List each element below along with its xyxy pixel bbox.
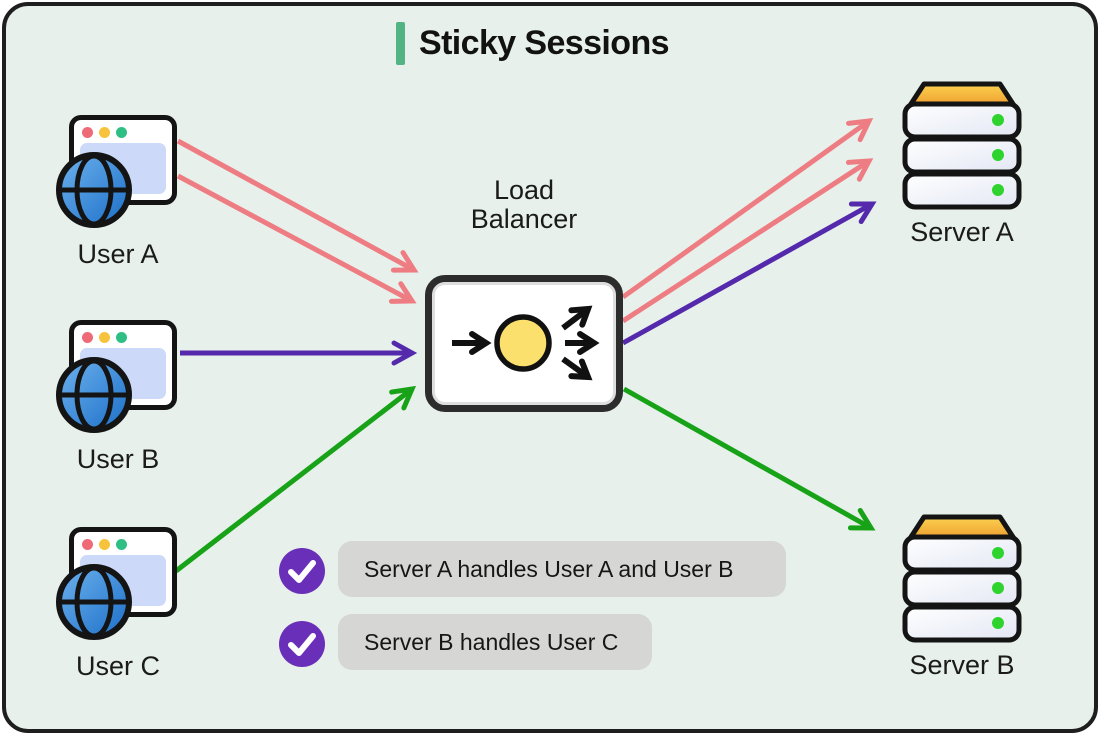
server-led-icon bbox=[992, 114, 1004, 126]
user-c-node: User C bbox=[55, 525, 185, 690]
browser-dot-yellow-icon bbox=[99, 127, 110, 138]
browser-dot-green-icon bbox=[116, 332, 127, 343]
user-a-label: User A bbox=[77, 239, 159, 269]
server-b-label: Server B bbox=[909, 650, 1015, 680]
globe-icon bbox=[56, 357, 132, 433]
server-a-label: Server A bbox=[910, 217, 1014, 247]
load-balancer-icon bbox=[452, 305, 600, 381]
browser-dot-yellow-icon bbox=[99, 539, 110, 550]
browser-dot-red-icon bbox=[82, 332, 93, 343]
server-led-icon bbox=[992, 617, 1004, 629]
browser-dot-green-icon bbox=[116, 127, 127, 138]
title-accent-bar bbox=[396, 22, 405, 65]
browser-dot-yellow-icon bbox=[99, 332, 110, 343]
load-balancer-label: Load Balancer bbox=[428, 176, 620, 234]
user-a-node: User A bbox=[55, 113, 185, 278]
globe-icon bbox=[56, 564, 132, 640]
server-led-icon bbox=[992, 149, 1004, 161]
check-icon bbox=[279, 548, 325, 594]
user-b-label: User B bbox=[76, 444, 160, 474]
browser-dot-red-icon bbox=[82, 127, 93, 138]
server-b-node: Server B bbox=[902, 513, 1022, 688]
note-server-b: Server B handles User C bbox=[338, 614, 652, 670]
page-title: Sticky Sessions bbox=[419, 24, 670, 62]
load-balancer-node bbox=[425, 275, 623, 412]
globe-icon bbox=[56, 152, 132, 228]
browser-dot-green-icon bbox=[116, 539, 127, 550]
load-balancer-label-line2: Balancer bbox=[470, 204, 578, 234]
check-icon bbox=[279, 621, 325, 667]
server-stack-icon bbox=[902, 514, 1022, 643]
server-a-node: Server A bbox=[902, 80, 1022, 255]
server-led-icon bbox=[992, 582, 1004, 594]
user-c-label: User C bbox=[75, 651, 160, 681]
server-led-icon bbox=[992, 184, 1004, 196]
title-row: Sticky Sessions bbox=[396, 22, 670, 65]
server-stack-icon bbox=[902, 81, 1022, 210]
user-b-node: User B bbox=[55, 318, 185, 483]
note-server-a: Server A handles User A and User B bbox=[338, 541, 786, 597]
browser-dot-red-icon bbox=[82, 539, 93, 550]
server-led-icon bbox=[992, 547, 1004, 559]
load-balancer-label-line1: Load bbox=[493, 175, 555, 205]
